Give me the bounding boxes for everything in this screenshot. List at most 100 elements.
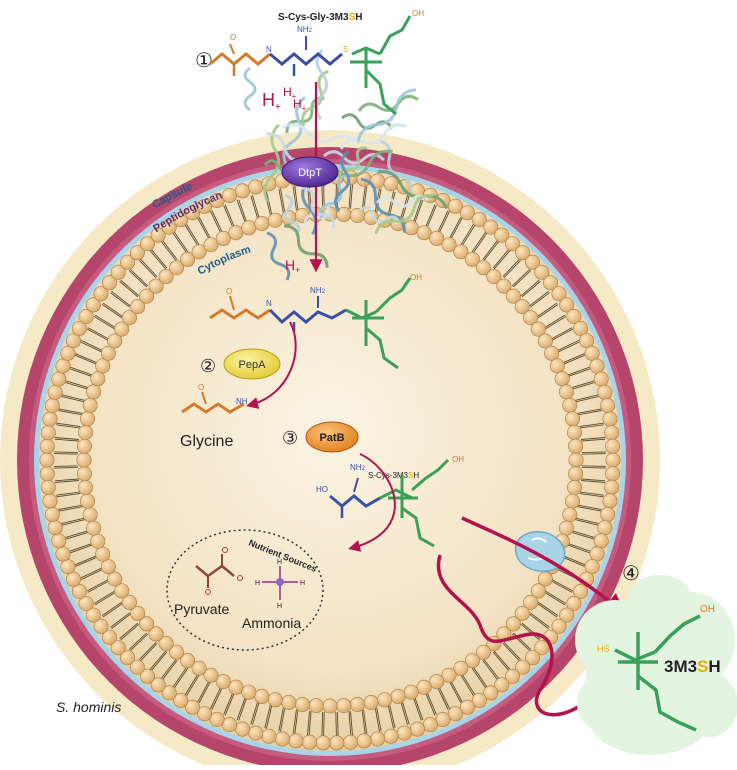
lipid-head <box>47 384 63 400</box>
lipid-head <box>524 254 540 270</box>
lipid-head <box>254 688 270 704</box>
protein-helix <box>283 193 301 237</box>
ammonia-h-right: H <box>300 580 305 587</box>
protein-helix <box>337 146 368 181</box>
nh2-label: NH2 <box>297 25 313 34</box>
protein-helix <box>243 66 257 112</box>
o-label: O <box>230 33 236 42</box>
lipid-head <box>215 674 231 690</box>
glycine-molecule: O NH <box>181 383 248 414</box>
lipid-head <box>486 269 502 285</box>
ammonia-label: Ammonia <box>242 615 301 631</box>
lipid-head <box>315 735 331 751</box>
patb-arrow <box>348 453 396 552</box>
proton-3: H+ <box>293 97 307 113</box>
lipid-head <box>71 320 87 336</box>
n-label-inner: N <box>266 299 272 308</box>
cytoplasm-area <box>39 169 621 751</box>
lipid-head <box>161 685 177 701</box>
protein-helix <box>378 139 413 193</box>
lipid-head <box>169 644 185 660</box>
lipid-head <box>110 264 126 280</box>
lipid-head <box>80 493 96 509</box>
oh-label-inner: OH <box>410 273 422 282</box>
lipid-head <box>537 333 553 349</box>
lipid-head <box>558 384 574 400</box>
lipid-head <box>471 212 487 228</box>
lipid-head <box>464 653 480 669</box>
ho-label: HO <box>316 485 328 494</box>
lipid-head <box>602 411 618 427</box>
substrate-molecule-inner: O N NH2 OH <box>209 273 422 370</box>
lipid-head <box>78 595 94 611</box>
lipid-head <box>504 236 520 252</box>
lipid-head <box>464 251 480 267</box>
lipid-head <box>505 288 521 304</box>
pepa-label: PepA <box>239 359 267 371</box>
lipid-head <box>288 733 304 749</box>
lipid-head <box>39 452 55 468</box>
lipid-head <box>523 310 539 326</box>
lipid-head <box>274 731 290 747</box>
lipid-head <box>447 198 463 214</box>
lipid-head <box>568 438 584 454</box>
protein-helix <box>356 88 417 143</box>
oh-label-cys: OH <box>452 455 464 464</box>
export-arrow-wavy <box>436 554 605 717</box>
lipid-head <box>562 507 578 523</box>
lipid-head <box>158 269 174 285</box>
lipid-head <box>148 278 164 294</box>
nh-label-gly: NH <box>236 397 248 406</box>
lipid-head <box>114 321 130 337</box>
lipid-head <box>566 479 582 495</box>
lipid-head <box>235 183 251 199</box>
lipid-head <box>515 659 531 675</box>
ammonia-h-top: H <box>277 559 282 566</box>
lipid-head <box>169 260 185 276</box>
cys-conjugate-molecule: HO NH2 OH <box>316 455 464 548</box>
ammonia-h-left: H <box>255 580 260 587</box>
lipid-head <box>185 205 201 221</box>
lipid-head <box>597 384 613 400</box>
lipid-head <box>235 721 251 737</box>
lipid-head <box>80 411 96 427</box>
lipid-head <box>180 653 196 669</box>
lipid-head <box>222 187 238 203</box>
glycine-label: Glycine <box>180 433 233 450</box>
lipid-head <box>191 244 207 260</box>
lipid-head <box>78 424 94 440</box>
substrate-label: S-Cys-Gly-3M3SH <box>278 12 362 23</box>
lipid-head <box>129 659 145 675</box>
lipid-head <box>191 660 207 676</box>
lipid-head <box>597 520 613 536</box>
lipid-head <box>139 288 155 304</box>
lipid-head <box>101 275 117 291</box>
ammonia-molecule: H H H H <box>255 559 305 610</box>
lipid-head <box>267 692 283 708</box>
lipid-head <box>228 225 244 241</box>
lipid-head <box>42 411 58 427</box>
lipid-head <box>93 286 109 302</box>
patb-badge <box>305 421 359 453</box>
oh-label-product: OH <box>700 604 715 615</box>
nutrient-sources-region <box>166 529 324 651</box>
lipid-head <box>530 321 546 337</box>
lipid-head <box>447 706 463 722</box>
protein-helix <box>334 150 351 212</box>
lipid-head <box>203 667 219 683</box>
pepa-badge <box>223 348 281 380</box>
lipid-head <box>383 728 399 744</box>
o-label-gly: O <box>198 383 204 392</box>
lipid-head <box>496 278 512 294</box>
lipid-head <box>51 533 67 549</box>
lipid-head <box>564 411 580 427</box>
lipid-head <box>44 506 60 522</box>
patb-label: PatB <box>319 432 344 444</box>
lipid-head <box>47 520 63 536</box>
lipid-head <box>93 618 109 634</box>
lipid-head <box>215 230 231 246</box>
lipid-head <box>40 479 56 495</box>
lipid-head <box>60 345 76 361</box>
lipid-head <box>453 660 469 676</box>
lipid-head <box>101 629 117 645</box>
